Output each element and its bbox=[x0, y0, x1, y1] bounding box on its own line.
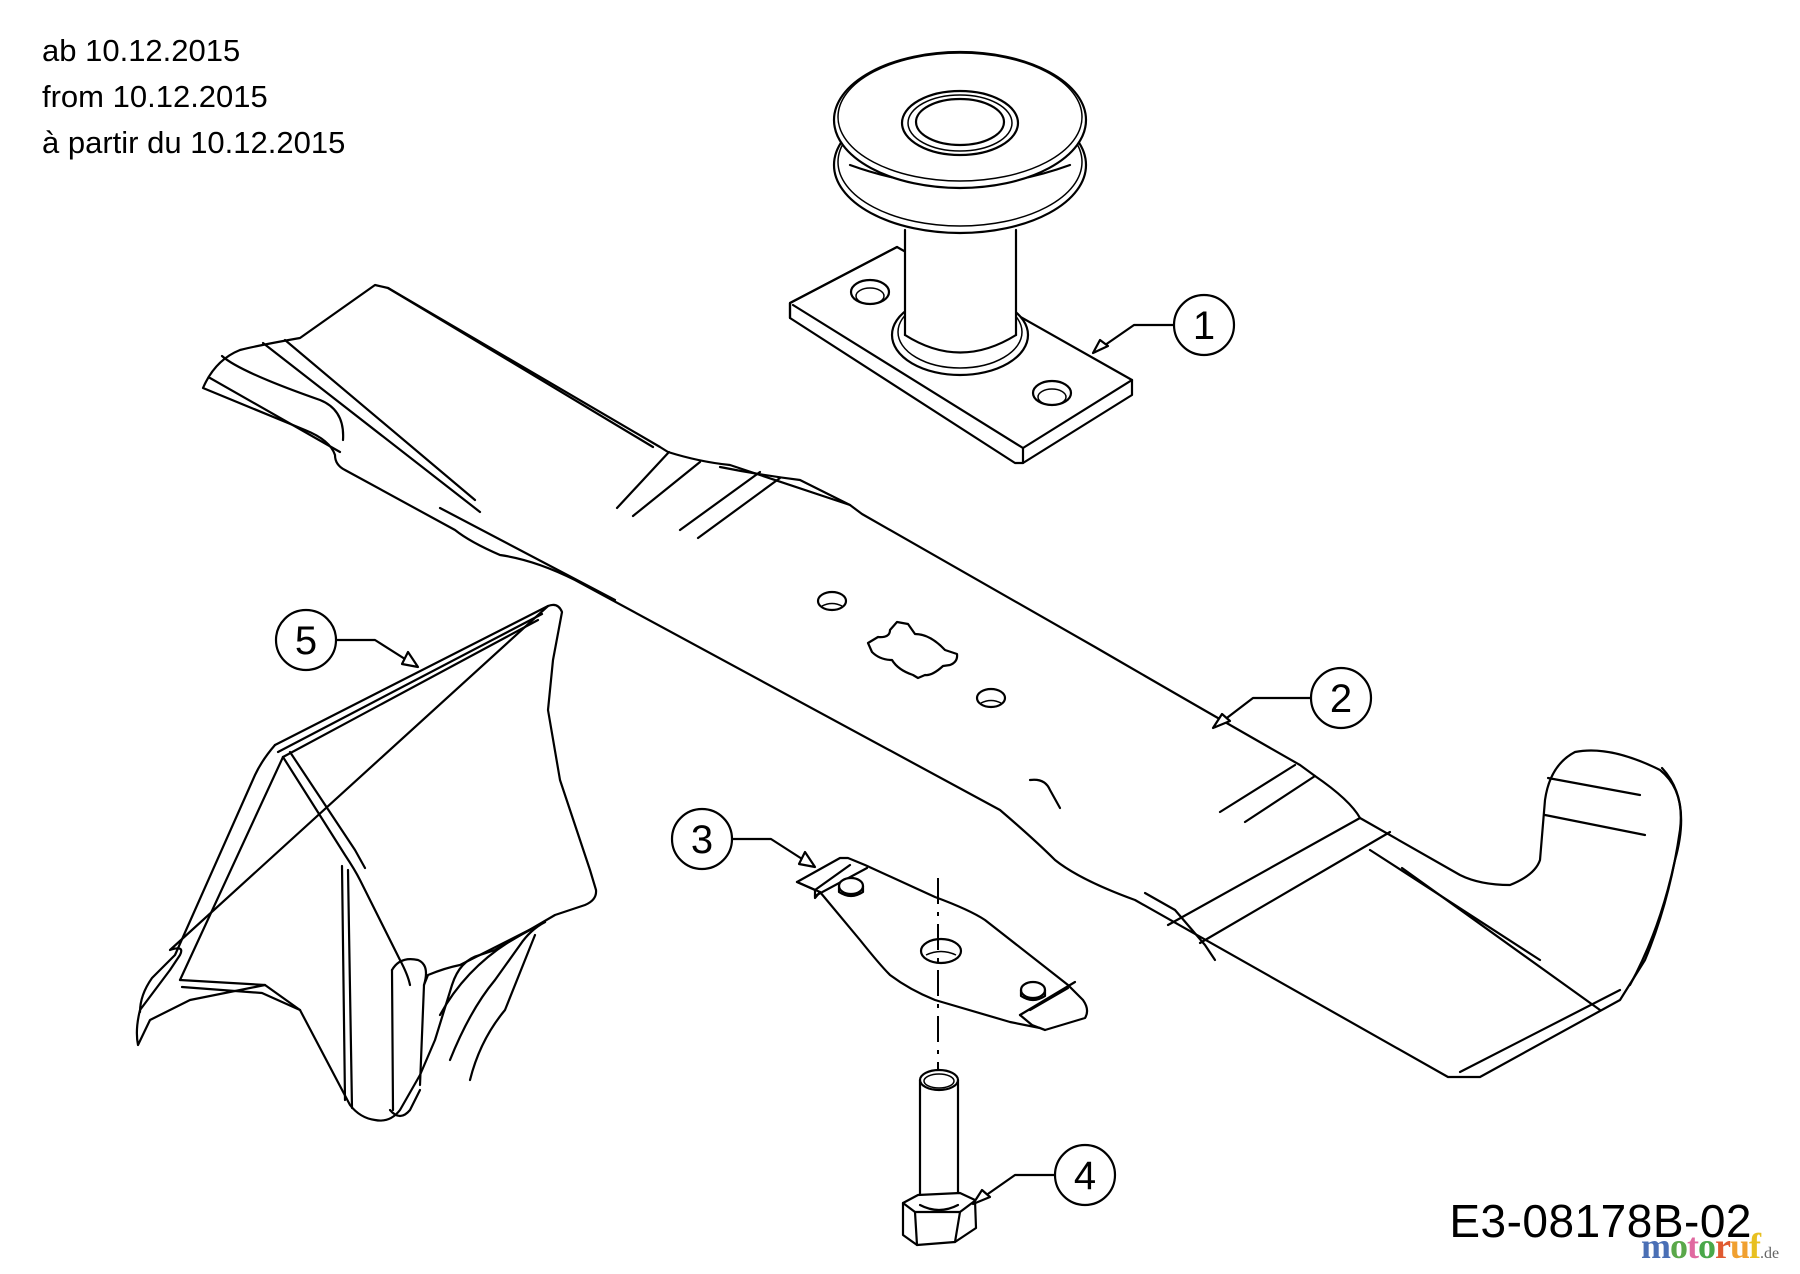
leader-line-4 bbox=[973, 1173, 1056, 1205]
callout-number-5: 5 bbox=[295, 619, 317, 663]
watermark-letter: f bbox=[1749, 1226, 1761, 1266]
validity-line-de: ab 10.12.2015 bbox=[42, 33, 241, 68]
drawing-number: E3-08178B-02 bbox=[1449, 1195, 1752, 1247]
motoruf-watermark: motoruf.de bbox=[1641, 1226, 1779, 1274]
leader-arrow-5 bbox=[400, 650, 420, 669]
callout-3[interactable]: 3 bbox=[670, 807, 817, 871]
mulch-plug[interactable] bbox=[135, 603, 598, 1122]
watermark-letter: t bbox=[1687, 1226, 1699, 1266]
callout-4[interactable]: 4 bbox=[971, 1143, 1117, 1207]
callout-number-4: 4 bbox=[1074, 1154, 1096, 1198]
leader-arrow-4 bbox=[971, 1188, 992, 1206]
watermark-letter: m bbox=[1641, 1226, 1671, 1266]
leader-line-2 bbox=[1213, 696, 1313, 729]
callout-5[interactable]: 5 bbox=[274, 608, 420, 672]
validity-line-fr: à partir du 10.12.2015 bbox=[42, 125, 346, 160]
leader-line-1 bbox=[1093, 323, 1175, 354]
watermark-tld: .de bbox=[1760, 1245, 1780, 1262]
leader-arrow-3 bbox=[797, 850, 817, 869]
callout-2[interactable]: 2 bbox=[1211, 666, 1373, 730]
leader-line-5 bbox=[335, 638, 418, 668]
watermark-letter: o bbox=[1698, 1226, 1716, 1266]
callout-1[interactable]: 1 bbox=[1091, 293, 1236, 357]
callout-number-3: 3 bbox=[691, 818, 713, 862]
watermark-letter: u bbox=[1729, 1226, 1750, 1266]
leader-line-3 bbox=[731, 837, 815, 868]
mower-blade[interactable] bbox=[201, 283, 1683, 1079]
pulley-spindle-assembly[interactable] bbox=[788, 50, 1134, 465]
callout-number-1: 1 bbox=[1193, 304, 1215, 348]
leader-arrow-1 bbox=[1091, 338, 1110, 355]
validity-line-en: from 10.12.2015 bbox=[42, 79, 268, 114]
validity-note: ab 10.12.2015 from 10.12.2015 à partir d… bbox=[42, 28, 345, 166]
watermark-letter: o bbox=[1670, 1226, 1688, 1266]
callout-number-2: 2 bbox=[1330, 677, 1352, 721]
watermark-letter: r bbox=[1715, 1226, 1731, 1266]
hex-bolt[interactable] bbox=[901, 1068, 978, 1247]
leader-arrow-2 bbox=[1211, 712, 1232, 730]
blade-adapter[interactable] bbox=[795, 856, 1089, 1032]
